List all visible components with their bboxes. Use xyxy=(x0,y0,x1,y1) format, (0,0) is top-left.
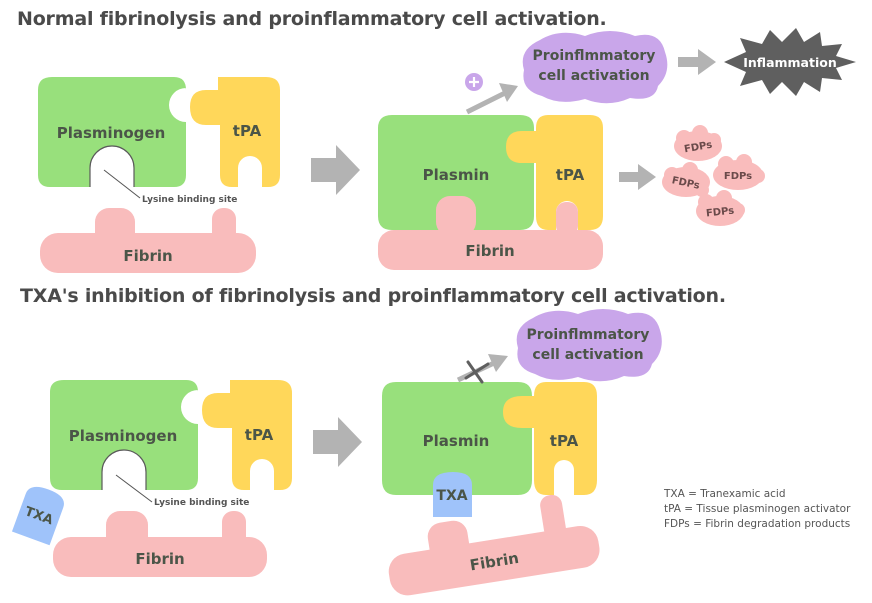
fibrin-after-txa: Fibrin xyxy=(388,494,600,596)
arrow-right-icon xyxy=(311,145,360,195)
abbreviation-legend: TXA = Tranexamic acid tPA = Tissue plasm… xyxy=(664,487,850,532)
tpa-label: tPA xyxy=(233,122,262,140)
panel-title-normal: Normal fibrinolysis and proinflammatory … xyxy=(17,8,607,30)
plasmin-label: Plasmin xyxy=(423,166,490,184)
cloud-line-2: cell activation xyxy=(532,347,643,363)
fibrin-label: Fibrin xyxy=(465,242,514,260)
arrow-diagonal-blocked xyxy=(456,354,508,384)
arrow-right-icon xyxy=(313,417,362,467)
tpa-before-normal: tPA xyxy=(190,77,280,187)
proinflammatory-cloud-normal: Proinflmmatory cell activation xyxy=(522,31,668,104)
fdp-cloud: FDPs xyxy=(696,190,745,226)
binding-site-label: Lysine binding site xyxy=(154,498,249,508)
fibrin-before-txa: Fibrin xyxy=(53,511,267,577)
plasmin-label: Plasmin xyxy=(423,432,490,450)
fdp-cloud: FDPs xyxy=(713,154,765,190)
blocked-x-icon xyxy=(464,360,490,384)
fdp-label: FDPs xyxy=(724,171,752,182)
binding-site-pointer xyxy=(115,474,153,503)
legend-item: tPA = Tissue plasminogen activator xyxy=(664,503,851,515)
arrow-right-icon xyxy=(619,164,656,190)
cloud-line-1: Proinflmmatory xyxy=(533,48,656,64)
inflammation-label: Inflammation xyxy=(743,55,836,70)
fdp-label: FDPs xyxy=(683,140,713,156)
inflammation-burst: Inflammation xyxy=(724,28,856,96)
tpa-label: tPA xyxy=(556,166,585,184)
legend-item: TXA = Tranexamic acid xyxy=(664,488,786,500)
arrow-diagonal-icon xyxy=(465,83,518,115)
txa-label: TXA xyxy=(436,488,467,504)
fdp-cloud: FDPs xyxy=(662,162,710,197)
plasminogen-label: Plasminogen xyxy=(57,124,166,142)
binding-site-label: Lysine binding site xyxy=(142,195,237,205)
tpa-label: tPA xyxy=(550,432,579,450)
tpa-label: tPA xyxy=(245,426,274,444)
legend-item: FDPs = Fibrin degradation products xyxy=(664,518,851,530)
fdp-cloud: FDPs xyxy=(674,125,722,161)
plasmin-complex-txa: TXA Plasmin tPA xyxy=(382,382,597,517)
plasminogen-label: Plasminogen xyxy=(69,427,178,445)
cloud-line-1: Proinflmmatory xyxy=(527,327,650,343)
arrow-right-icon xyxy=(678,49,716,75)
tpa-before-txa: tPA xyxy=(202,380,292,490)
plasminogen-before-txa: Plasminogen xyxy=(50,380,198,490)
plasmin-complex-normal: Plasmin tPA Fibrin xyxy=(378,115,603,270)
binding-site-pointer xyxy=(103,169,141,199)
fibrin-before-normal: Fibrin xyxy=(40,208,256,273)
plus-icon-glyph xyxy=(469,77,479,87)
proinflammatory-cloud-txa: Proinflmmatory cell activation xyxy=(516,309,662,382)
plasminogen-before-normal: Plasminogen xyxy=(38,77,186,187)
fibrin-label: Fibrin xyxy=(123,247,172,265)
fibrin-label: Fibrin xyxy=(135,550,184,568)
cloud-line-2: cell activation xyxy=(538,68,649,84)
txa-molecule-free: TXA xyxy=(11,486,64,546)
panel-title-txa: TXA's inhibition of fibrinolysis and pro… xyxy=(20,285,726,307)
fdp-label: FDPs xyxy=(706,206,735,220)
